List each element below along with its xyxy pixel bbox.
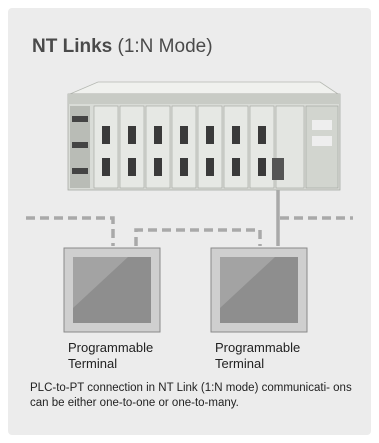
dashed-cables (26, 216, 353, 246)
plc-rack (67, 81, 341, 191)
terminal-2-label: Programmable Terminal (215, 340, 300, 372)
terminal-2 (210, 247, 308, 333)
cable-left (26, 216, 115, 246)
terminal-1-label: Programmable Terminal (68, 340, 153, 372)
terminal-2-line2: Terminal (215, 356, 265, 371)
diagram-panel: NT Links (1:N Mode) (8, 8, 371, 435)
terminal-2-line1: Programmable (215, 340, 301, 355)
title-rest: (1:N Mode) (112, 36, 213, 57)
terminal-1-line1: Programmable (68, 340, 154, 355)
title-bold: NT Links (32, 36, 113, 57)
connection-diagram (26, 81, 353, 333)
diagram-caption: PLC-to-PT connection in NT Link (1:N mod… (30, 382, 352, 409)
diagram-title: NT Links (1:N Mode) (32, 36, 213, 58)
terminal-1 (63, 247, 161, 333)
cable-middle (134, 228, 262, 246)
terminal-1-line2: Terminal (68, 356, 118, 371)
